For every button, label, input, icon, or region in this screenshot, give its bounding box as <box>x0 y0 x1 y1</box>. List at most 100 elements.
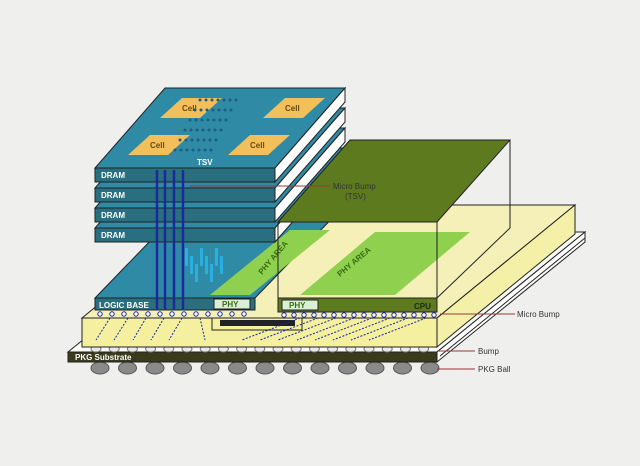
cpu-label: CPU <box>414 302 431 311</box>
interposer-wire <box>350 317 409 341</box>
interposer-wire <box>296 317 355 341</box>
micro-bump <box>157 311 163 317</box>
dram-label: DRAM <box>101 171 125 180</box>
interposer-wire <box>132 317 147 341</box>
pkg-ball <box>145 361 165 375</box>
micro-bump <box>229 311 235 317</box>
dram-layer-front <box>94 167 276 183</box>
tsv-dot <box>179 148 183 152</box>
cell-label: Cell <box>250 141 265 150</box>
tsv-dot <box>201 128 205 132</box>
tsv-dot <box>204 98 208 102</box>
tsv-dot <box>214 138 218 142</box>
micro-bump <box>145 311 151 317</box>
tsv-dot <box>228 98 232 102</box>
cell-label: Cell <box>150 141 165 150</box>
micro-bump <box>311 312 317 318</box>
micro-bump <box>351 312 357 318</box>
dram-layer-front <box>94 207 276 223</box>
tsv-dot <box>206 118 210 122</box>
tsv-dot <box>208 138 212 142</box>
cell-label: Cell <box>182 104 197 113</box>
micro-bump-label: Micro Bump <box>517 310 560 319</box>
tsv-dot <box>213 128 217 132</box>
phy-right <box>281 299 319 311</box>
pkg-ball <box>283 361 302 375</box>
pkg-ball <box>420 361 440 375</box>
cpu: PHY AREA PHY CPU <box>276 139 512 313</box>
tsv-dot <box>188 118 192 122</box>
tsv-dot <box>211 108 215 112</box>
tsv-dot <box>217 108 221 112</box>
interposer-wire <box>368 317 427 341</box>
micro-bump <box>193 311 199 317</box>
callouts <box>190 185 515 370</box>
micro-bump-tsv-label: Micro Bump <box>333 182 376 191</box>
tsv-label: TSV <box>197 158 213 167</box>
tsv-signal <box>200 248 203 266</box>
tsv-dot <box>212 118 216 122</box>
pkg-ball <box>365 361 385 375</box>
pkg-ball <box>173 361 192 375</box>
tsv-dot <box>184 138 188 142</box>
pkg-ball-label: PKG Ball <box>478 365 511 374</box>
tsv-dot <box>210 98 214 102</box>
dram-layer-front <box>94 187 276 203</box>
tsv-dot <box>197 148 201 152</box>
tsv-dot <box>173 148 177 152</box>
interposer-wire <box>95 317 111 341</box>
dram-cell <box>228 135 290 155</box>
micro-bump <box>121 311 127 317</box>
tsv-dot <box>202 138 206 142</box>
tsv-dot <box>209 148 213 152</box>
pkg-substrate-label: PKG Substrate <box>75 353 132 362</box>
micro-bump <box>301 312 307 318</box>
micro-bump <box>371 312 377 318</box>
tsv-signal <box>195 264 198 282</box>
micro-bump <box>341 312 347 318</box>
pkg-ball <box>310 361 330 375</box>
tsv-dot <box>222 98 226 102</box>
bump-label: Bump <box>478 347 499 356</box>
pkg-ball <box>338 361 357 375</box>
tsv-dot <box>205 108 209 112</box>
micro-bump <box>411 312 417 318</box>
tsv-dot <box>196 138 200 142</box>
logic-base-label: LOGIC BASE <box>99 301 149 310</box>
micro-bumps <box>97 311 437 318</box>
interposer-wire <box>150 317 165 341</box>
tsv-signal <box>215 248 218 266</box>
micro-bump <box>181 311 187 317</box>
micro-bump <box>241 311 247 317</box>
tsv-dot <box>229 108 233 112</box>
tsv-dot <box>234 98 238 102</box>
micro-bump <box>291 312 297 318</box>
dram-label: DRAM <box>101 231 125 240</box>
micro-bump <box>391 312 397 318</box>
micro-bump <box>401 312 407 318</box>
tsv-dot <box>178 138 182 142</box>
tsv-dot <box>218 118 222 122</box>
micro-bump <box>421 312 427 318</box>
pkg-ball <box>255 361 275 375</box>
micro-bump <box>281 312 287 318</box>
tsv-dot <box>195 128 199 132</box>
micro-bump <box>431 312 437 318</box>
micro-bump <box>133 311 139 317</box>
tsv-dot <box>203 148 207 152</box>
phy-area-left <box>210 230 330 295</box>
tsv-dot <box>189 128 193 132</box>
tsv-dot <box>219 128 223 132</box>
micro-bump <box>97 311 103 317</box>
tsv-dot <box>198 98 202 102</box>
micro-bump <box>109 311 115 317</box>
phy-right-label: PHY <box>289 301 306 310</box>
dram-layer-front <box>94 227 276 243</box>
tsv-signal <box>185 248 188 266</box>
tsv-signal <box>205 256 208 274</box>
micro-bump <box>361 312 367 318</box>
interposer-wires <box>95 317 427 341</box>
micro-bump <box>381 312 387 318</box>
pkg-ball <box>118 361 137 375</box>
